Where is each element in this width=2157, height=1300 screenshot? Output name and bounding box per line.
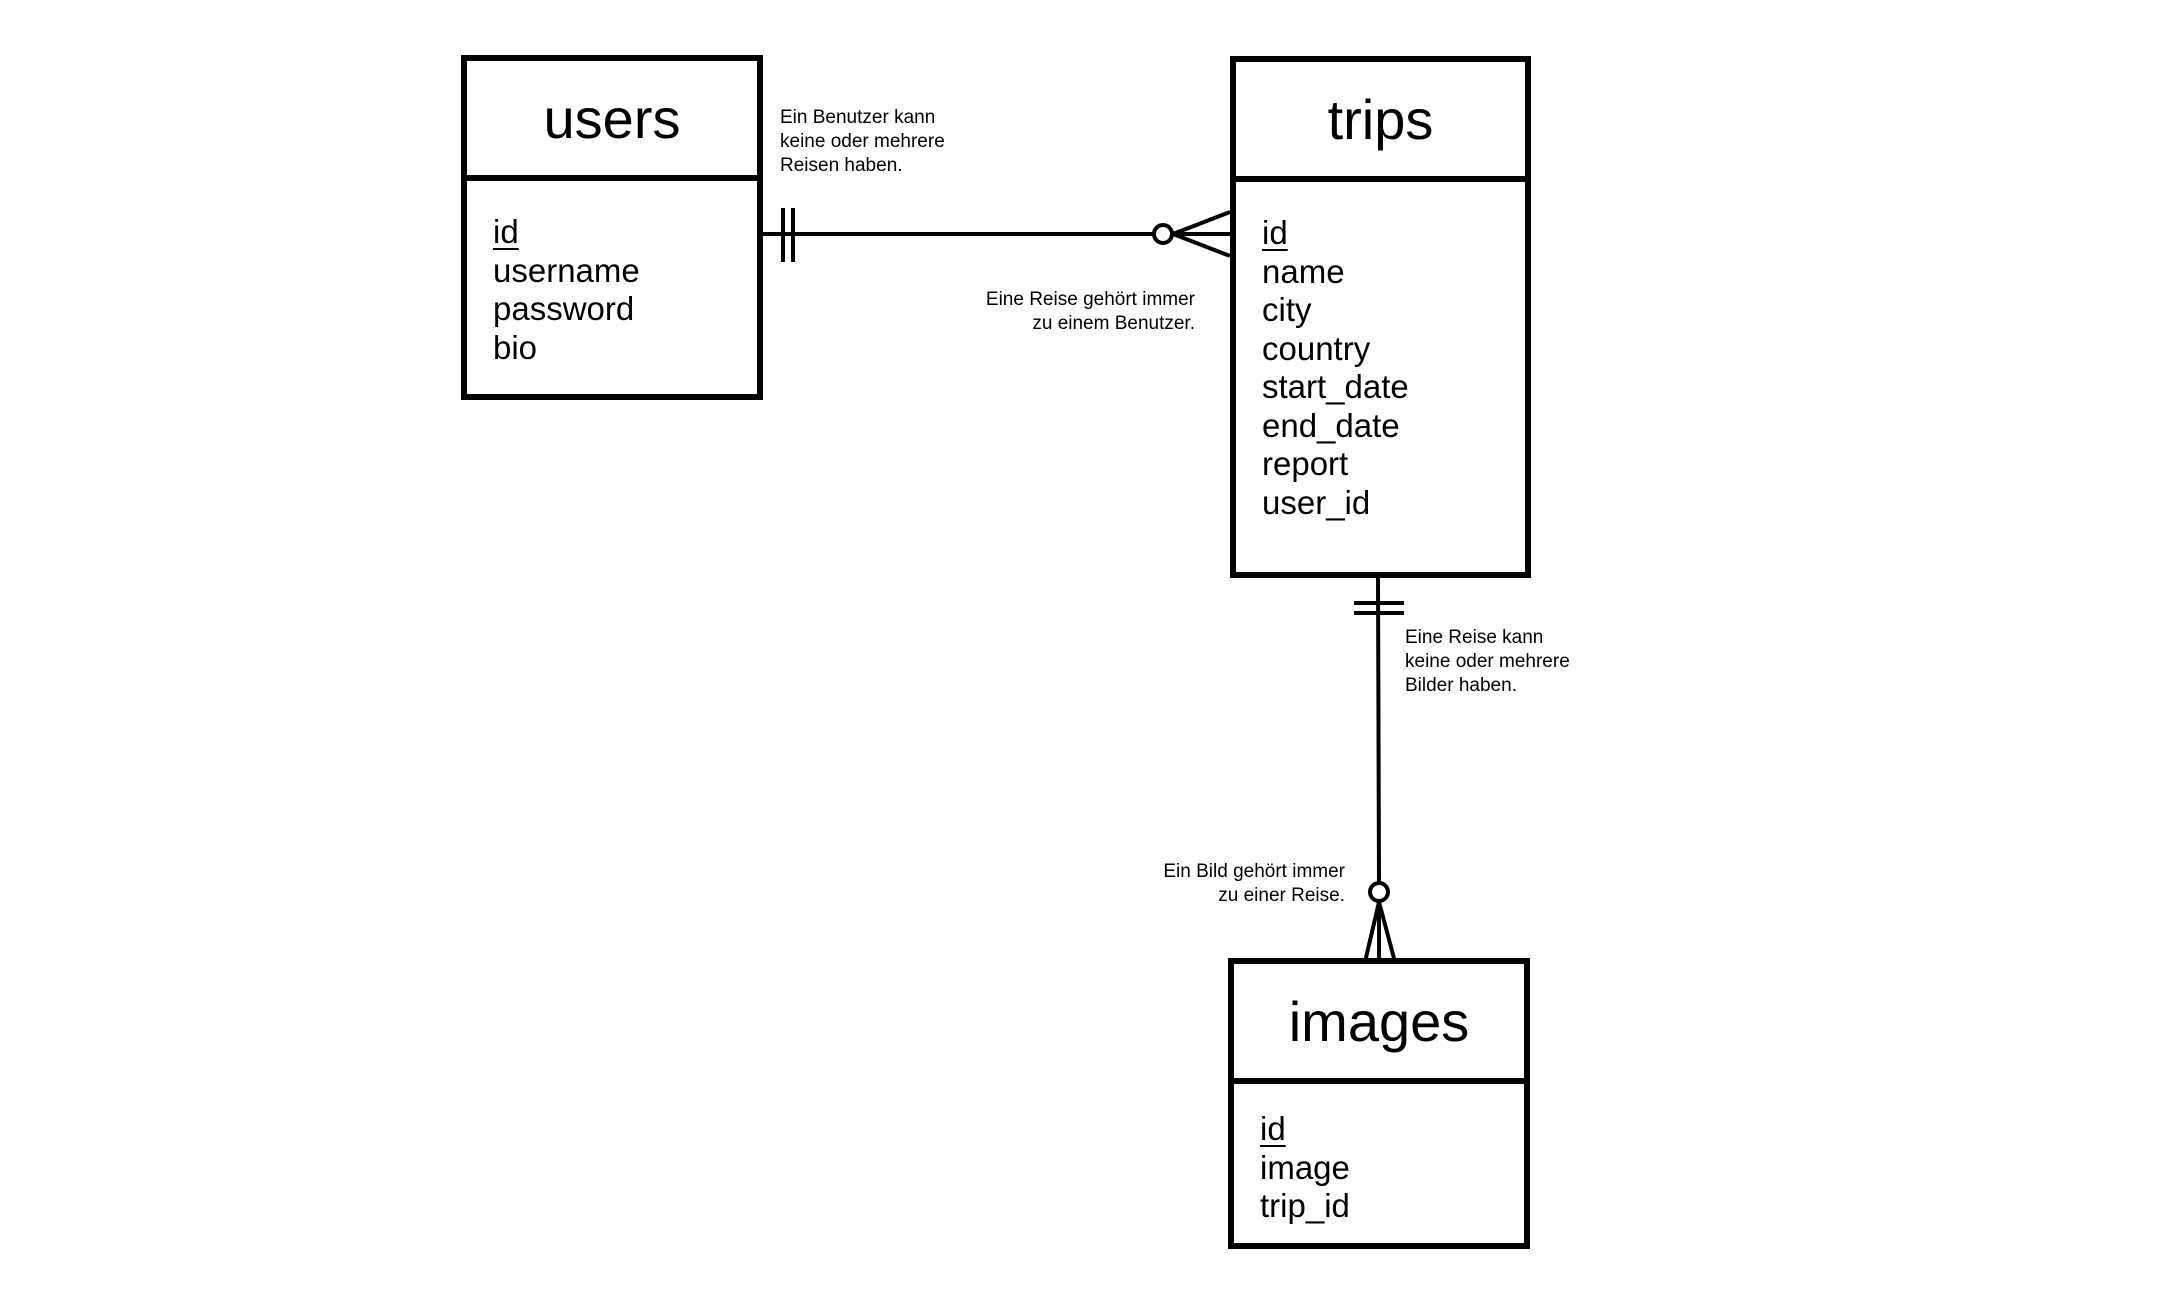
trips-images-many-mark-1 <box>1363 901 1381 963</box>
note-users-to-trips: Ein Benutzer kann keine oder mehrere Rei… <box>780 106 945 178</box>
note-trips-to-users: Eine Reise gehört immer zu einem Benutze… <box>986 288 1195 336</box>
entity-users-title: users <box>467 61 757 181</box>
attribute-users-password: password <box>493 290 635 327</box>
users-trips-many-mark-3 <box>1172 232 1231 258</box>
attribute-images-trip-id: trip_id <box>1260 1187 1350 1224</box>
users-trips-many-mark-1 <box>1172 210 1231 236</box>
attribute-trips-id: id <box>1262 214 1288 251</box>
entity-images-attributes: id image trip_id <box>1234 1084 1524 1226</box>
entity-users-attributes: id username password bio <box>467 181 757 367</box>
attribute-trips-user-id: user_id <box>1262 483 1371 521</box>
users-trips-zero-mark <box>1152 223 1174 245</box>
entity-trips: trips id name city country start_date en… <box>1230 56 1531 578</box>
trips-images-zero-mark <box>1368 881 1390 903</box>
entity-users: users id username password bio <box>461 55 763 400</box>
attribute-trips-end-date: end_date <box>1262 406 1400 444</box>
note-trips-to-images: Eine Reise kann keine oder mehrere Bilde… <box>1405 626 1570 698</box>
note-line: keine oder mehrere <box>780 131 945 152</box>
note-line: Bilder haben. <box>1405 675 1517 696</box>
note-line: Eine Reise kann <box>1405 627 1544 648</box>
note-line: Reisen haben. <box>780 155 903 176</box>
entity-trips-attributes: id name city country start_date end_date… <box>1236 182 1525 522</box>
attribute-users-username: username <box>493 251 640 289</box>
attribute-images-image: image <box>1260 1148 1350 1186</box>
attribute-trips-country: country <box>1262 329 1371 367</box>
note-line: keine oder mehrere <box>1405 651 1570 672</box>
attribute-users-id: id <box>493 213 519 250</box>
note-line: zu einem Benutzer. <box>1032 313 1195 334</box>
attribute-trips-name: name <box>1262 252 1345 290</box>
attribute-trips-report: report <box>1262 445 1349 482</box>
note-line: Ein Benutzer kann <box>780 107 936 128</box>
entity-images-title: images <box>1234 964 1524 1084</box>
attribute-trips-city: city <box>1262 291 1312 328</box>
attribute-users-bio: bio <box>493 328 538 366</box>
note-line: zu einer Reise. <box>1218 885 1345 906</box>
trips-images-line <box>1376 577 1381 883</box>
entity-trips-title: trips <box>1236 62 1525 182</box>
entity-images: images id image trip_id <box>1228 958 1530 1249</box>
trips-images-many-mark-3 <box>1377 901 1397 963</box>
attribute-trips-start-date: start_date <box>1262 368 1409 405</box>
note-line: Eine Reise gehört immer <box>985 289 1195 310</box>
attribute-images-id: id <box>1260 1110 1286 1147</box>
note-line: Ein Bild gehört immer <box>1163 861 1345 882</box>
note-images-to-trips: Ein Bild gehört immer zu einer Reise. <box>1163 860 1345 908</box>
